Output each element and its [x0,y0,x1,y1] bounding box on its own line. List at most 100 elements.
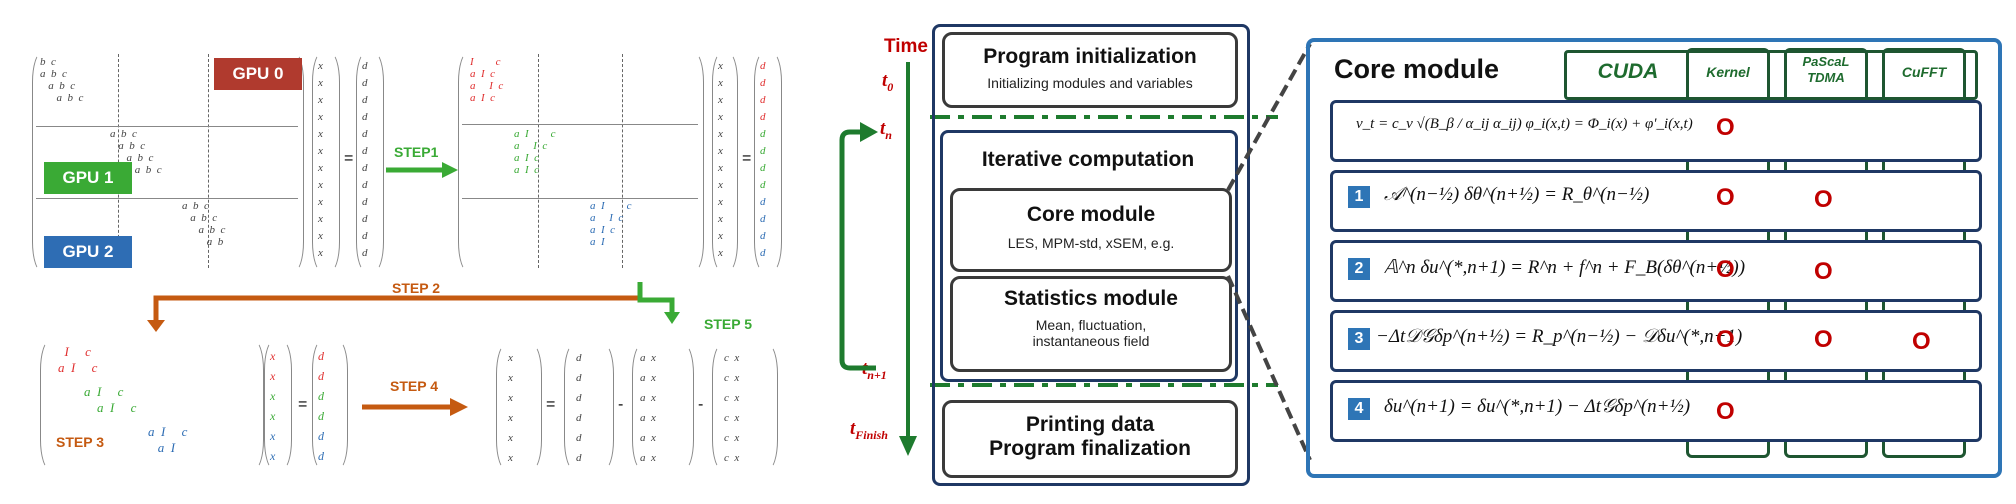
print-title-1: Printing data [1025,413,1155,436]
init-box: Program initialization Initializing modu… [942,32,1238,108]
stat-title: Statistics module [1004,287,1178,310]
step5-label: STEP 5 [704,316,752,332]
equals-sign: = [546,396,556,413]
step4-label: STEP 4 [390,378,438,394]
iter-title: Iterative computation [981,148,1195,171]
equals-sign: = [742,150,752,167]
kernel-mark-3: O [1716,326,1735,353]
time-label: Time [884,36,929,57]
core-box-mid: Core module LES, MPM-std, xSEM, e.g. [950,188,1232,272]
matrix-divider [208,54,209,268]
equation-row-1 [1330,170,1982,232]
equation-row-0 [1330,100,1982,162]
stat-subtitle-1: Mean, fluctuation, [1035,317,1147,333]
vector-x3-entries-blue: x x [270,429,276,463]
dashdot-separator [930,115,1278,119]
result-d-entries: d d d d d d [576,352,582,464]
step5-arrow [637,282,680,324]
matrix-entries-green: a I c a I c [84,384,137,415]
result-x-bracket [496,344,542,470]
matrix-entries: a b c a b c a b c a b [182,200,226,248]
pascal-mark-1: O [1814,186,1833,213]
init-subtitle: Initializing modules and variables [987,75,1193,91]
equation-0: ν_t = c_v √(B_β / α_ij α_ij) φ_i(x,t) = … [1356,116,1693,132]
cufft-mark-3: O [1912,328,1931,355]
kernel-mark-0: O [1716,114,1735,141]
vector-x3-entries: x x [270,349,276,383]
init-title: Program initialization [983,45,1197,68]
kernel-mark-1: O [1716,184,1735,211]
matrix-divider [462,124,698,125]
result-c-bracket [712,344,778,470]
step1-label: STEP1 [394,144,439,160]
vector-d2-entries-blue: d d d d [760,196,766,259]
core-subtitle-mid: LES, MPM-std, xSEM, e.g. [1007,235,1175,251]
core-title-mid: Core module [1026,203,1156,226]
matrix-entries-red: I c a I c [58,344,98,375]
cuda-header-box [1564,50,1978,100]
middle-panel [932,24,1250,486]
vector-d2-entries-green: d d d d [760,128,766,191]
matrix-entries: a b c a b c a b c a b c [110,128,162,176]
core-panel [1306,38,2002,478]
equation-row-3 [1330,310,1982,372]
matrix-divider [36,198,298,199]
print-title-2: Program finalization [989,437,1191,460]
vector-x2-bracket [712,52,738,272]
dashdot-separator [930,383,1278,387]
minus-sign: - [618,396,624,413]
matrix-entries-red: I c a I c a I c a I c [470,56,504,104]
vector-d3-entries-green: d d [318,389,324,423]
core-panel-title: Core module [1334,54,1500,84]
matrix-divider [622,54,623,268]
step2-arrow [147,295,640,332]
equation-row-2 [1330,240,1982,302]
gpu0-label: GPU 0 [214,58,302,90]
pascal-mark-2: O [1814,258,1833,285]
equals-sign: = [298,396,308,413]
zoom-connector [1226,43,1312,461]
equation-1: 𝒜^(n−½) δθ^(n+½) = R_θ^(n−½) [1384,184,1650,205]
equation-3: −Δt𝒟𝒢δp^(n+½) = R_p^(n−½) − 𝒟δu^(*,n+1) [1376,326,1743,347]
matrix-divider [36,126,298,127]
time-axis-arrow [899,62,917,456]
result-a-bracket [632,344,694,470]
step3-label: STEP 3 [56,434,104,450]
pascal-mark-3: O [1814,326,1833,353]
matrix-entries-green: a I c a I c a I c a I c [514,128,556,176]
vector-x2-entries: x x x x x x x x x x x x [718,60,723,259]
vector-d3-entries: d d [318,349,324,383]
pascal-header-1: PaScaL [1802,54,1850,69]
matrix-divider [538,54,539,268]
tn-label: tn [880,118,892,142]
step-number-4: 4 [1348,398,1370,420]
iter-box [940,130,1238,382]
vector-d2-bracket [754,52,782,272]
result-x-entries: x x x x x x [508,352,513,464]
step-number-3: 3 [1348,328,1370,350]
gpu1-label: GPU 1 [44,162,132,194]
kernel-mark-4: O [1716,398,1735,425]
matrix-a-bracket [32,52,304,272]
result-a-entries: a x a x a x a x a x a x [640,352,656,464]
matrix-entries-blue: a I c a I c a I c a I [590,200,632,248]
matrix-divider [118,54,119,268]
equals-sign: = [344,150,354,167]
cufft-header: CuFFT [1901,64,1947,80]
vector-x-bracket [312,52,340,272]
loop-arrow [839,122,878,371]
pascal-header-2: TDMA [1807,70,1845,85]
vector-d-bracket [356,52,384,272]
gpu2-label: GPU 2 [44,236,132,268]
step4-arrow [362,398,468,416]
vector-x3-entries-green: x x [270,389,276,423]
step2-label: STEP 2 [392,280,440,296]
stat-subtitle-2: instantaneous field [1032,333,1150,349]
t0-label: t0 [882,70,894,94]
vector-d-entries: d d d d d d d d d d d d [362,60,368,259]
result-d-bracket [564,344,614,470]
equation-4: δu^(n+1) = δu^(*,n+1) − Δt𝒢δp^(n+½) [1384,396,1691,417]
step-number-2: 2 [1348,258,1370,280]
vector-d3-entries-blue: d d [318,429,324,463]
stat-box: Statistics module Mean, fluctuation, ins… [950,276,1232,372]
